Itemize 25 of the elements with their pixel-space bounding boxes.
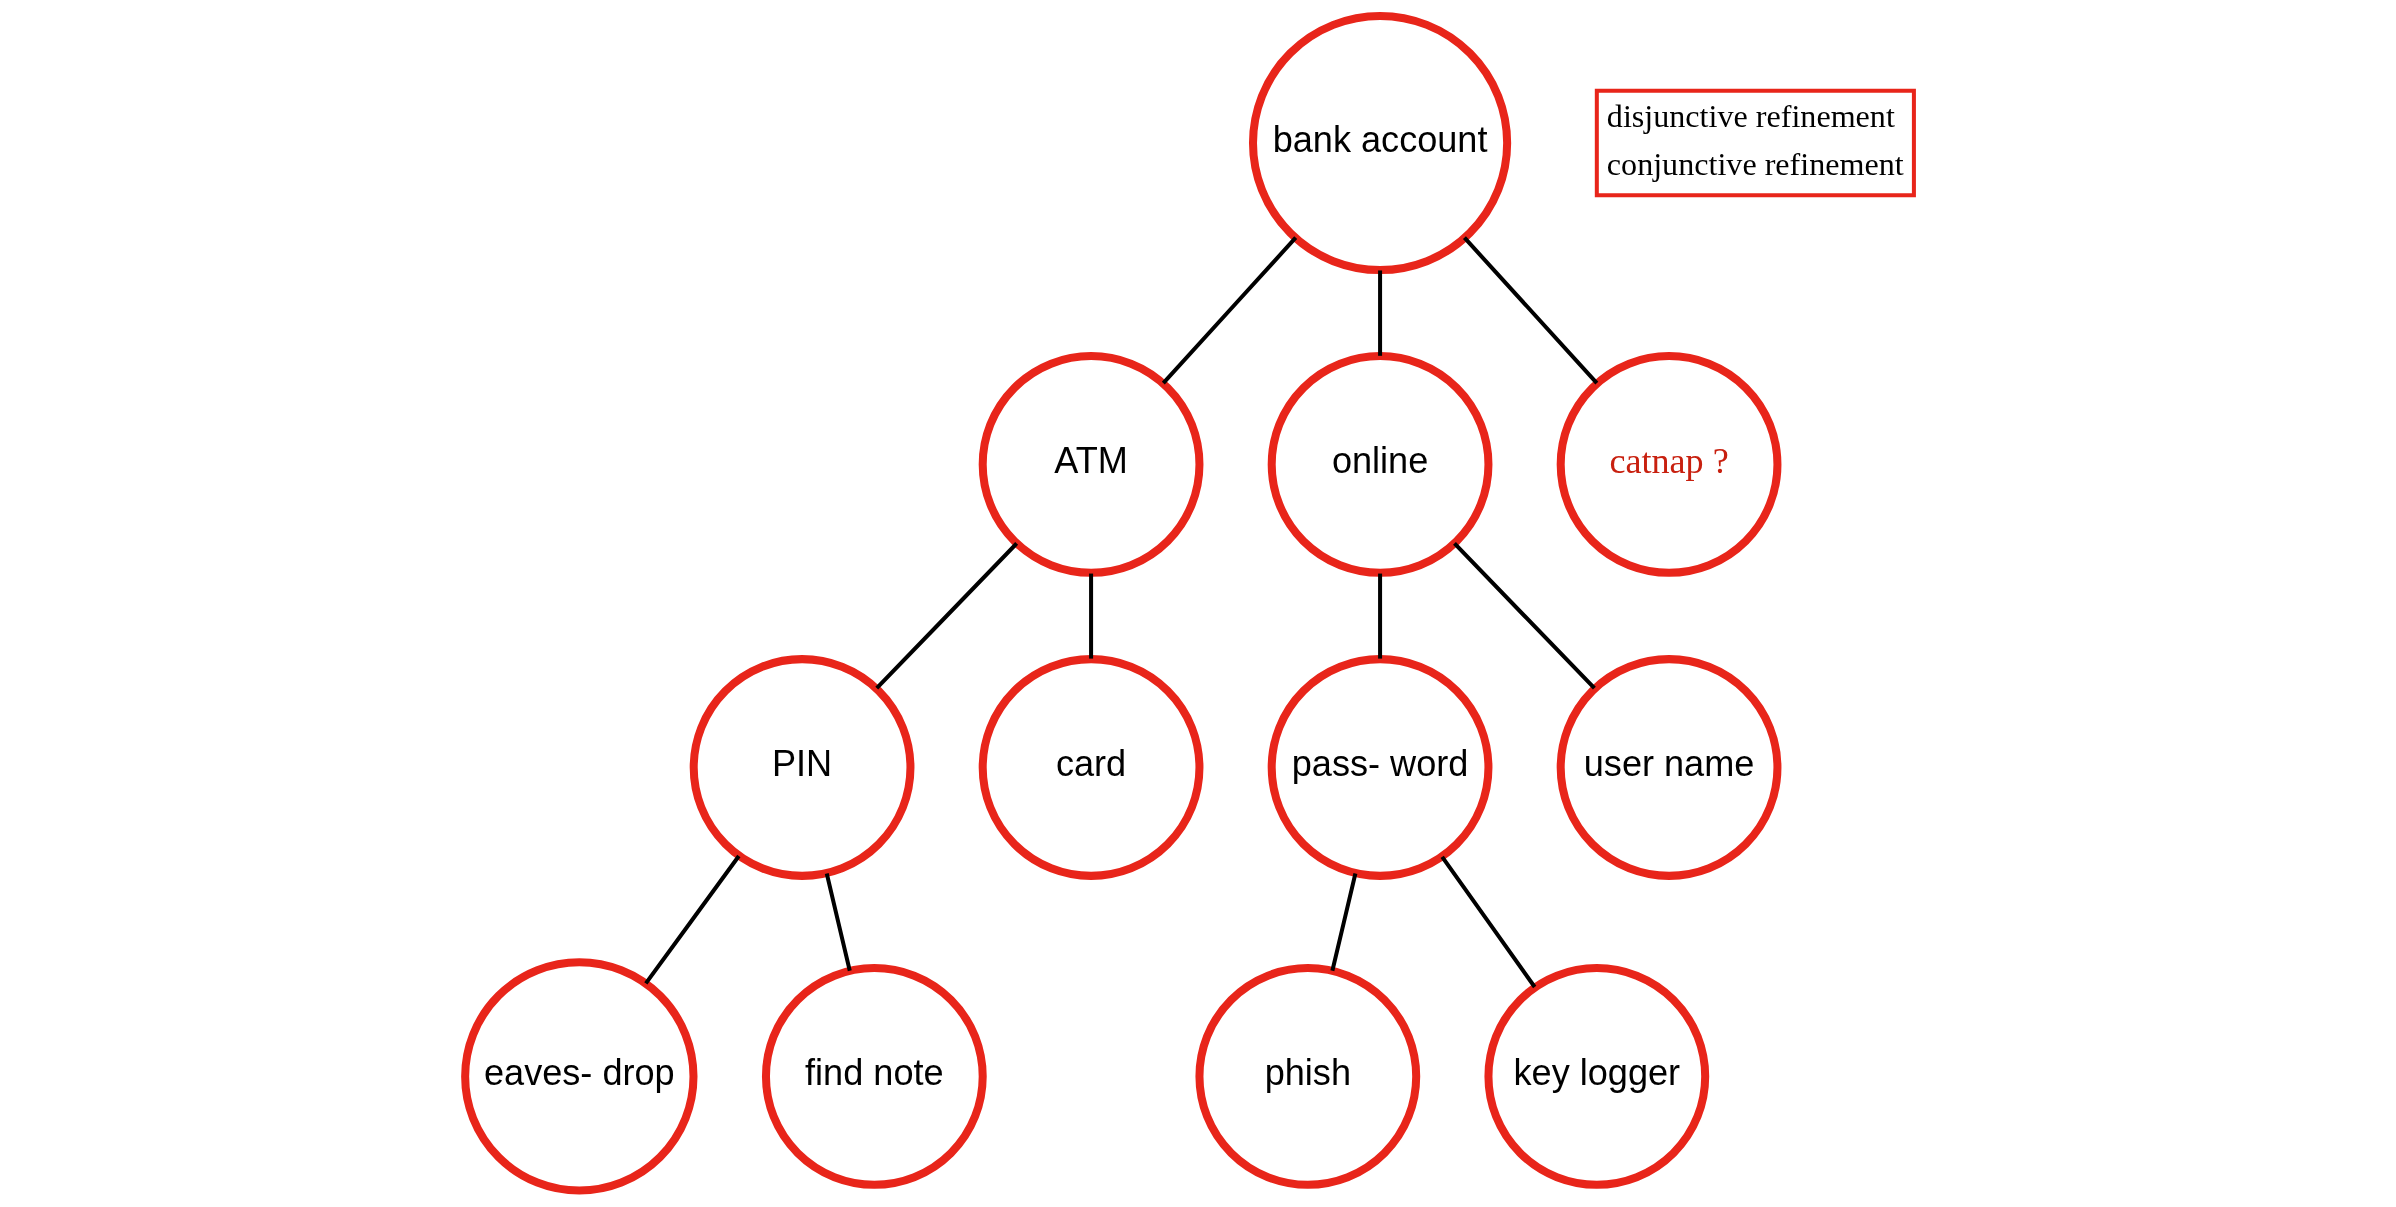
node-circle: bank account xyxy=(1248,11,1511,275)
node-circle: card xyxy=(978,655,1203,880)
connector xyxy=(1329,873,1357,972)
connector xyxy=(1088,573,1093,659)
node-circle: PIN xyxy=(689,655,914,880)
connector xyxy=(874,542,1018,690)
connector xyxy=(1452,542,1596,690)
node-circle: eaves- drop xyxy=(460,958,697,1195)
connector xyxy=(1377,573,1382,659)
connector xyxy=(1161,236,1297,385)
legend-label: disjunctive refinement xyxy=(1606,97,1895,134)
node-circle: catnap ? xyxy=(1556,352,1781,577)
node-circle: online xyxy=(1267,352,1492,577)
node-circle: key logger xyxy=(1483,964,1709,1189)
connector xyxy=(643,854,740,985)
connector xyxy=(1377,270,1382,356)
node-circle: user name xyxy=(1556,655,1781,880)
connector xyxy=(1440,855,1536,989)
node-circle: pass- word xyxy=(1267,655,1492,880)
connector xyxy=(1462,236,1598,385)
legend-label: conjunctive refinement xyxy=(1606,145,1904,182)
node-circle: phish xyxy=(1194,964,1420,1189)
node-circle: ATM xyxy=(978,352,1203,577)
connector xyxy=(824,873,852,972)
node-circle: find note xyxy=(761,964,987,1189)
